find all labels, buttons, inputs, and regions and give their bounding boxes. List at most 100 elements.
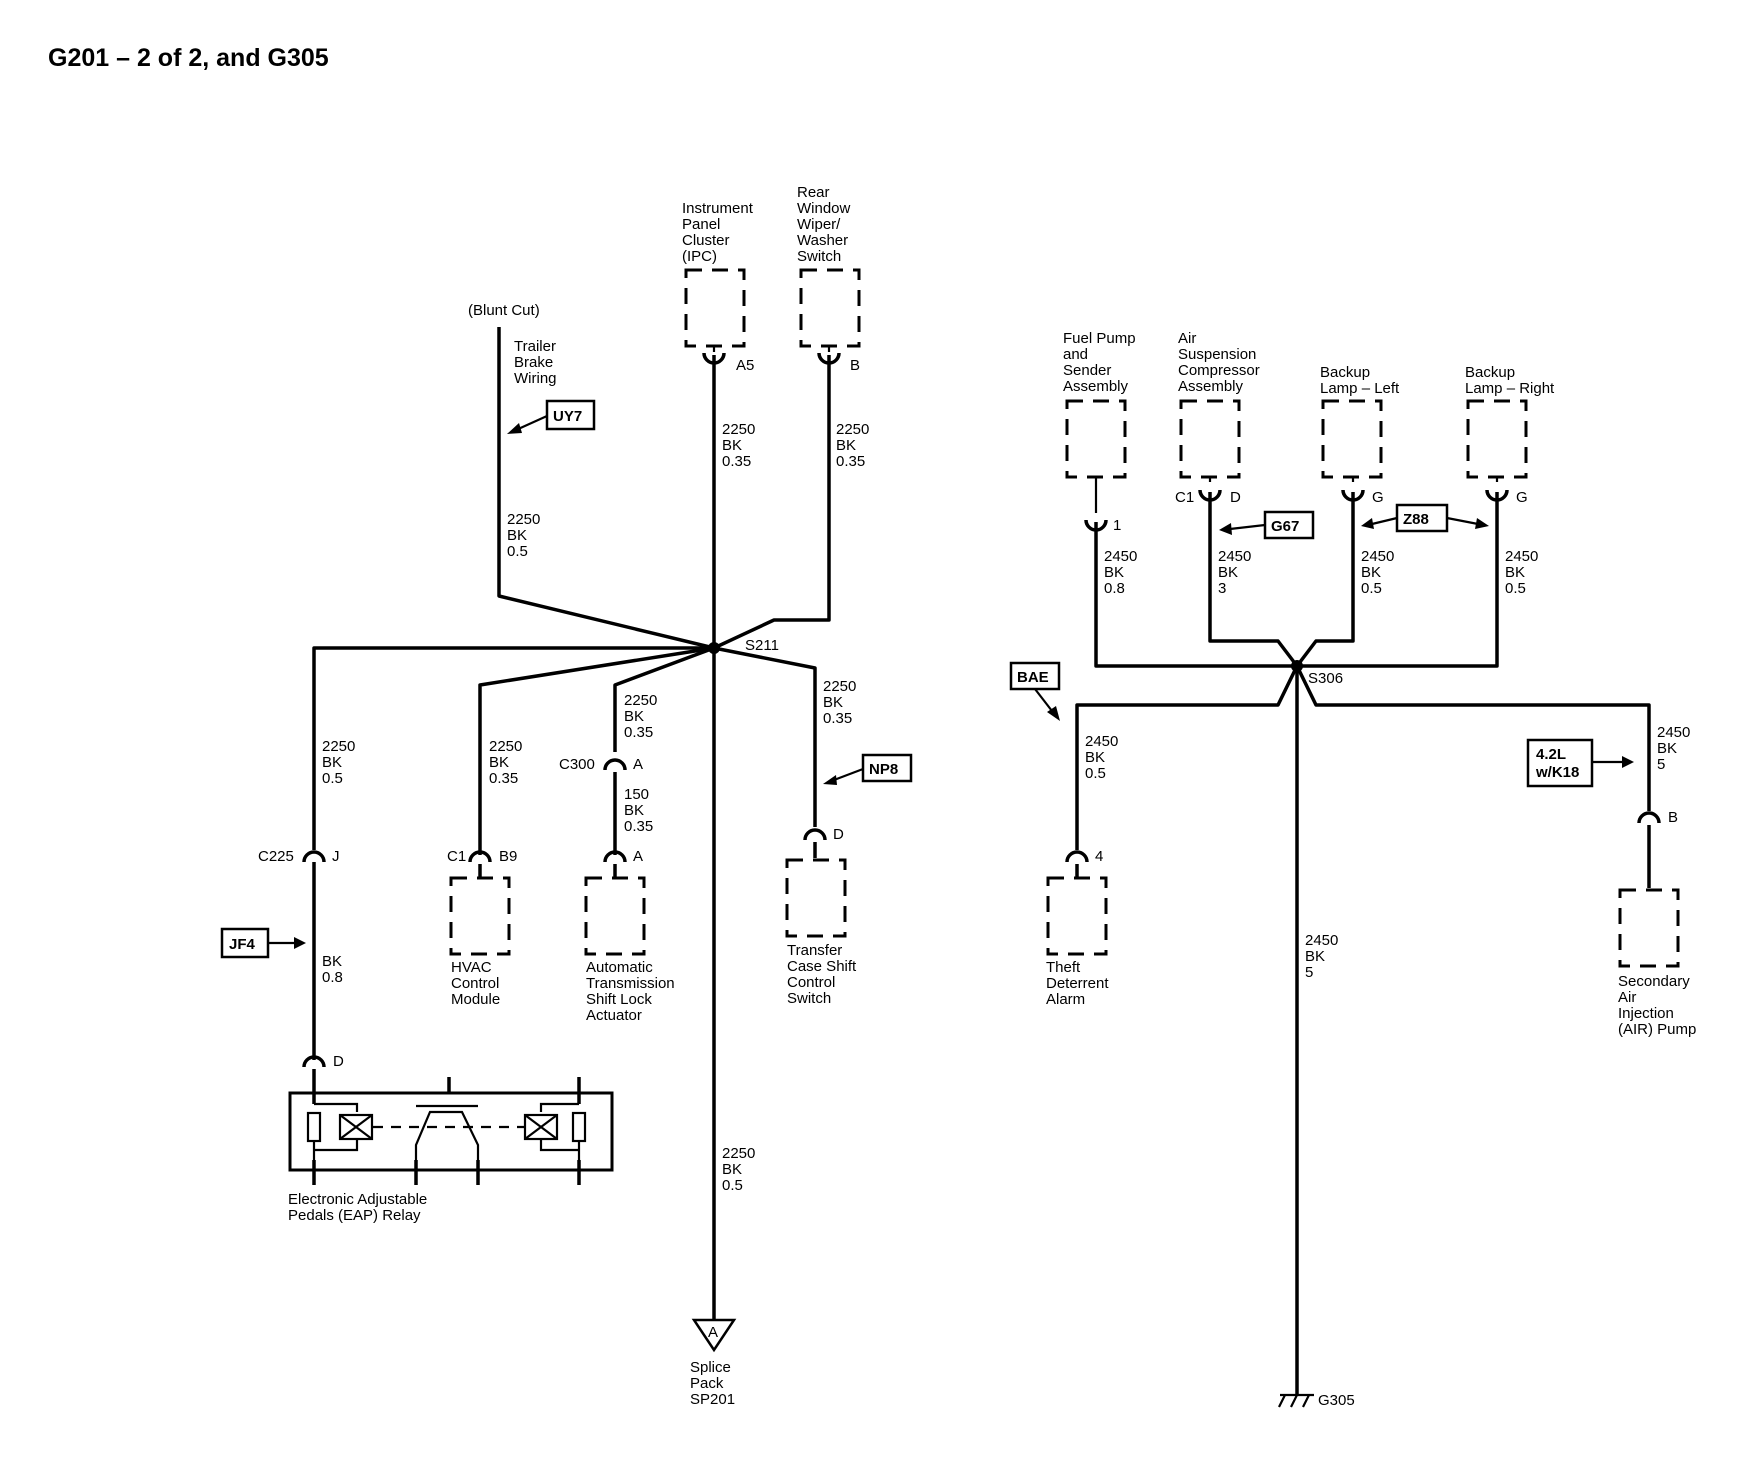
hvac-label-3: Module [451,991,500,1008]
fuel-pump-label-3: Sender [1063,362,1111,379]
air-pump-label-1: Secondary [1618,973,1690,990]
air-susp-wire-size: 3 [1218,580,1226,597]
svg-text:2450 BK 0.5: 2450 BK 0.5 [1361,548,1399,597]
backup-left-wire-size: 0.5 [1361,580,1382,597]
ipc-wire-size: 0.35 [722,453,751,470]
backup-left-label-2: Lamp – Left [1320,380,1400,397]
splice-pack-label-1: Splice [690,1359,731,1376]
shift-upper-wire-color: BK [624,708,644,725]
ipc-wire-color: BK [722,437,742,454]
trailer-wire-circuit: 2250 [507,511,540,528]
svg-text:2250 BK 0.5: 2250 BK 0.5 [507,511,545,560]
ground-wire-circuit: 2450 [1305,932,1338,949]
z88-option-tag: Z88 [1361,503,1489,533]
hvac-label-1: HVAC [451,959,492,976]
air-pump-pin-label: B [1668,809,1678,826]
svg-text:Backup Lamp – Right: Backup Lamp – Right [1465,364,1555,397]
fuel-pump-pin-label: 1 [1113,517,1121,534]
engine-option-line-1: 4.2L [1536,746,1566,763]
air-pump-label-2: Air [1618,989,1636,1006]
theft-wire-size: 0.5 [1085,765,1106,782]
air-susp-label-3: Compressor [1178,362,1260,379]
shift-lock-label-2: Transmission [586,975,675,992]
ipc-pin-label: A5 [736,357,754,374]
transfer-case-module-box [785,858,847,938]
svg-text:2250 BK 0.5: 2250 BK 0.5 [322,738,360,787]
svg-text:2450 BK 0.8: 2450 BK 0.8 [1104,548,1142,597]
backup-lamp-right-component: Backup Lamp – Right G [1465,364,1555,506]
ipc-label-1: Instrument [682,200,754,217]
theft-deterrent-component: 4 Theft Deterrent Alarm [1046,848,1113,1008]
air-pump-connector-symbol [1637,811,1661,824]
c225-pin-label: J [332,848,340,865]
splice-wire-circuit: 2250 [722,1145,755,1162]
hvac-wire-circuit: 2250 [489,738,522,755]
trailer-wire-color: BK [507,527,527,544]
svg-text:2250 BK 0.35: 2250 BK 0.35 [836,421,874,470]
svg-text:BAE: BAE [1017,669,1049,686]
theft-label-3: Alarm [1046,991,1085,1008]
theft-connector-symbol [1065,850,1089,863]
backup-right-module-box [1466,399,1528,479]
svg-text:Theft Deterrent: Theft Deterrent Alarm [1046,959,1113,1008]
svg-text:2450 BK 0.5: 2450 BK 0.5 [1505,548,1543,597]
shift-lower-wire-size: 0.35 [624,818,653,835]
rear-wiper-component: Rear Window Wiper/ Washer Switch B [797,184,861,374]
shift-lock-label-1: Automatic [586,959,653,976]
fuel-pump-label-4: Assembly [1063,378,1129,395]
transfer-case-connector-symbol [803,828,827,841]
c225-label: C225 [258,848,294,865]
transfer-case-pin-label: D [833,826,844,843]
svg-text:Transfer Case Shift: Transfer Case Shift Control Switch [787,942,860,1007]
air-pump-wire-color: BK [1657,740,1677,757]
splice-pack-label-2: Pack [690,1375,724,1392]
trailer-brake-component: (Blunt Cut) Trailer Brake Wiring [468,302,557,387]
svg-text:Fuel Pump and: Fuel Pump and Sender Assembly [1063,330,1140,395]
hvac-pin-label: B9 [499,848,517,865]
engine-option-tag: 4.2L w/K18 [1526,738,1634,788]
eap-relay-box [288,1091,614,1172]
shift-lock-pin-label: A [633,848,643,865]
ipc-label-4: (IPC) [682,248,717,265]
transfer-wire-size: 0.35 [823,710,852,727]
theft-wire [1075,665,1299,850]
trailer-label-2: Brake [514,354,553,371]
splice-wire-color: BK [722,1161,742,1178]
svg-text:Electronic Adjustable: Electronic Adjustable Pedals (EAP) Relay [288,1191,431,1224]
s211-splice-dot [708,642,720,654]
rear-wiper-module-box [799,268,861,348]
s306-splice-dot [1291,660,1303,672]
transfer-case-label-1: Transfer [787,942,842,959]
s306-label: S306 [1308,670,1343,687]
svg-text:2250 BK 0.35: 2250 BK 0.35 [823,678,861,727]
ground-wire-color: BK [1305,948,1325,965]
svg-text:Splice Pack SP: Splice Pack SP201 [690,1359,735,1408]
air-susp-module-box [1179,399,1241,479]
hvac-module-box [449,876,511,956]
s306-circuit: Fuel Pump and Sender Assembly 1 Air Susp… [1009,330,1696,1409]
fuel-wire-size: 0.8 [1104,580,1125,597]
svg-text:2450 BK 3: 2450 BK 3 [1218,548,1256,597]
fuel-wire-color: BK [1104,564,1124,581]
transfer-wire-circuit: 2250 [823,678,856,695]
svg-text:2250 BK 0.35: 2250 BK 0.35 [624,692,662,741]
backup-left-wire [1295,492,1355,668]
svg-text:2450 BK 5: 2450 BK 5 [1305,932,1343,981]
shift-lock-label-3: Shift Lock [586,991,652,1008]
air-susp-label-2: Suspension [1178,346,1256,363]
splice-pack-label-3: SP201 [690,1391,735,1408]
fuel-pump-label-2: and [1063,346,1088,363]
svg-text:Air Suspension: Air Suspension Compressor Assembly [1178,330,1264,395]
splice-pack-sp201: A Splice Pack SP201 [690,1318,737,1408]
rear-wiper-wire-circuit: 2250 [836,421,869,438]
svg-text:Secondary Air: Secondary Air Injection (AIR) Pump [1618,973,1696,1038]
shift-lower-wire-color: BK [624,802,644,819]
svg-text:Instrument Panel: Instrument Panel Cluster (IPC) [682,200,757,265]
eap-relay-label-1: Electronic Adjustable [288,1191,427,1208]
svg-text:HVAC Control M: HVAC Control Module [451,959,504,1008]
air-susp-wire [1208,492,1299,668]
g67-option-tag: G67 [1219,510,1315,540]
fuel-pump-label-1: Fuel Pump [1063,330,1136,347]
svg-text:G67: G67 [1271,518,1299,535]
ipc-component: Instrument Panel Cluster (IPC) A5 [682,200,757,374]
